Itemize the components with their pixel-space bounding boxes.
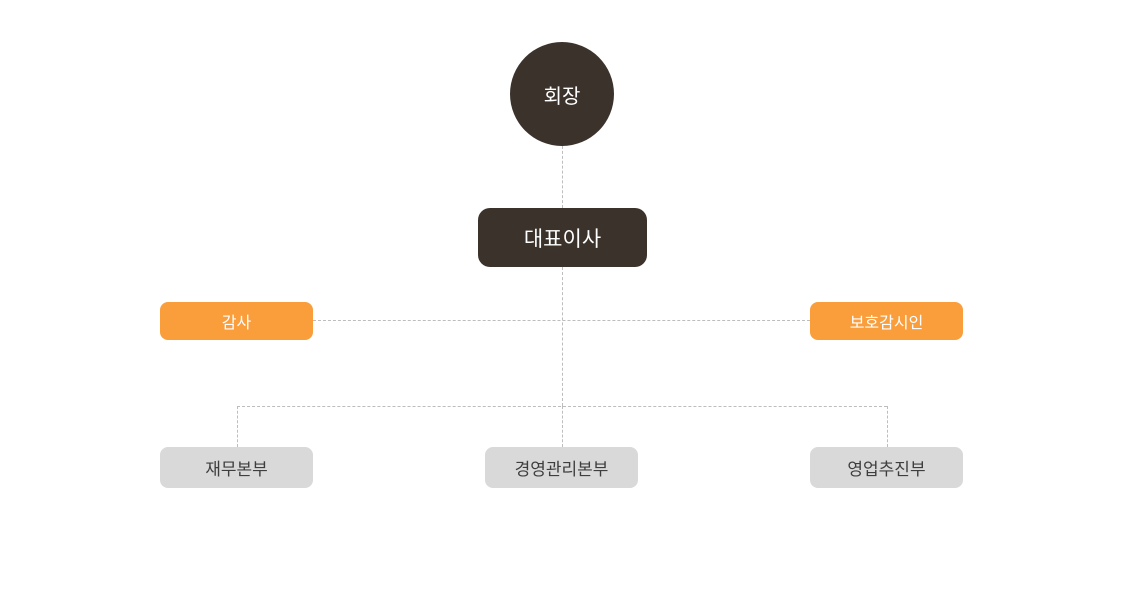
node-division-finance: 재무본부: [160, 447, 313, 488]
connector-drop-management: [562, 406, 563, 447]
node-ceo: 대표이사: [478, 208, 647, 267]
node-auditor: 감사: [160, 302, 313, 340]
node-division-sales: 영업추진부: [810, 447, 963, 488]
division-management-label: 경영관리본부: [514, 460, 609, 479]
ceo-label: 대표이사: [523, 227, 602, 251]
protection-supervisor-label: 보호감시인: [849, 315, 924, 332]
connector-ceo-down: [562, 267, 563, 406]
connector-drop-finance: [237, 406, 238, 447]
connector-chairman-to-ceo: [562, 146, 563, 208]
node-chairman: 회장: [510, 42, 614, 146]
division-finance-label: 재무본부: [205, 460, 268, 479]
auditor-label: 감사: [221, 315, 252, 332]
connector-drop-sales: [887, 406, 888, 447]
chairman-label: 회장: [543, 85, 581, 108]
node-protection-supervisor: 보호감시인: [810, 302, 963, 340]
division-sales-label: 영업추진부: [847, 460, 926, 479]
node-division-management: 경영관리본부: [485, 447, 638, 488]
connector-auditor-supervisor: [313, 320, 810, 321]
